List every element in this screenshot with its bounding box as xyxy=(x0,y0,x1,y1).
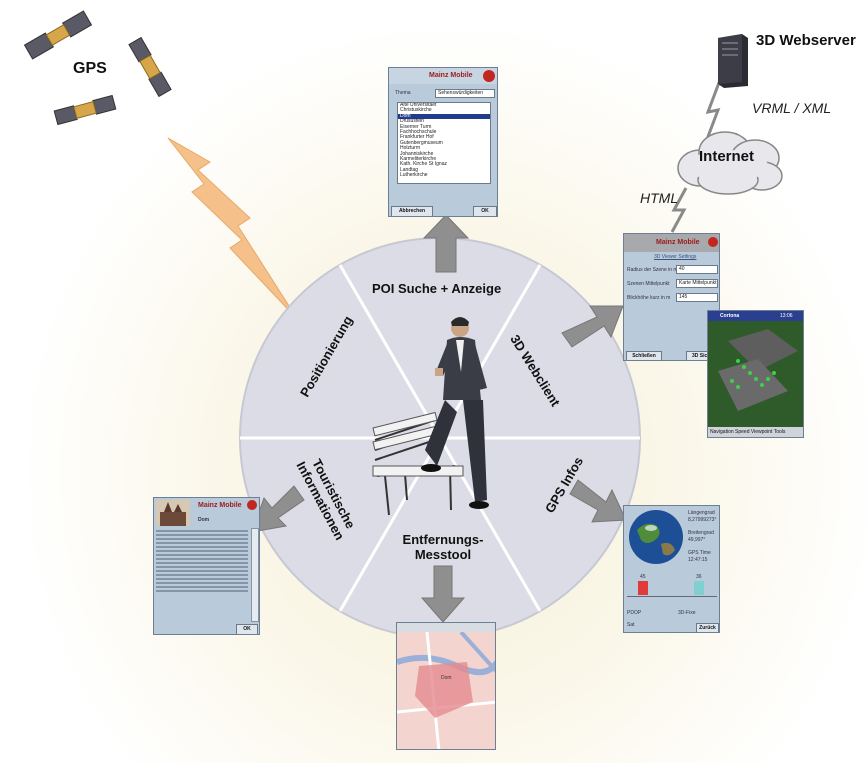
poi-list-item[interactable]: Landtag xyxy=(400,166,419,173)
segment-poi-label: POI Suche + Anzeige xyxy=(372,281,502,296)
poi-list-item[interactable]: Kath. Kirche St Ignaz xyxy=(400,161,447,168)
gps-pdop-label: PDOP xyxy=(627,610,642,616)
internet-label: Internet xyxy=(699,148,755,165)
poi-list-item[interactable]: Holzturm xyxy=(400,145,421,152)
app-logo-icon xyxy=(708,237,718,247)
poi-list-item[interactable]: Lutherkirche xyxy=(400,172,428,179)
web-field1-label: Radius der Szene in m xyxy=(627,267,678,273)
viewer-menu[interactable]: Navigation Speed Viewpoint Tools xyxy=(710,429,786,435)
poi-cancel-button[interactable]: Abbrechen xyxy=(391,206,433,216)
poi-list-item[interactable]: Karmeliterkirche xyxy=(400,156,437,163)
server-icon xyxy=(718,34,748,88)
tourist-app-title: Mainz Mobile xyxy=(198,502,242,509)
poi-app-title: Mainz Mobile xyxy=(429,72,473,79)
viewer-app-name: Cortona xyxy=(720,313,740,319)
satellite-icon xyxy=(53,94,117,126)
map-toolbar[interactable] xyxy=(397,623,495,632)
poi-list-item[interactable]: Alte Universitaet xyxy=(400,102,437,108)
gps-lon-value: 8,27999273° xyxy=(688,517,717,523)
poi-screen: Mainz Mobile Thema Sehenswürdigkeiten Al… xyxy=(388,67,498,217)
web-field2-select[interactable]: Karte Mittelpunkt xyxy=(676,279,718,288)
gps-bar1-value: 45 xyxy=(640,574,646,580)
gps-lat-label: Breitengrad xyxy=(688,530,714,536)
tourist-text xyxy=(156,528,248,620)
segment-distance-label: Entfernungs- Messtool xyxy=(402,532,484,562)
app-logo-icon xyxy=(247,500,257,510)
poi-list-item[interactable]: Christuskirche xyxy=(400,107,432,114)
gps-back-button[interactable]: Zurück xyxy=(696,623,719,632)
viewer-time: 13:06 xyxy=(780,313,793,319)
poi-list-item[interactable]: Gutenbergmuseum xyxy=(400,139,443,146)
satellite-icon xyxy=(128,36,172,98)
webserver-label: 3D Webserver xyxy=(756,32,856,49)
gps-info-screen: Längengrad 8,27999273° Breitengrad 49,99… xyxy=(623,505,720,633)
gps-label: GPS xyxy=(73,60,107,77)
web-settings-screen: Mainz Mobile 3D Viewer Settings Radius d… xyxy=(623,233,720,361)
web-field3-select[interactable]: 145 xyxy=(676,293,718,302)
tourist-heading: Dom xyxy=(198,517,210,523)
gps-time-label: GPS Time xyxy=(688,550,711,556)
viewer-3d-scene xyxy=(708,321,803,429)
earth-icon xyxy=(629,510,683,564)
poi-list-item[interactable]: Fachhochschule xyxy=(400,129,437,136)
viewer-screen: Cortona 13:06 Navigation Speed Viewpoint… xyxy=(707,310,804,438)
poi-theme-select[interactable]: Sehenswürdigkeiten xyxy=(435,89,495,98)
map-screen: Dom xyxy=(396,622,496,750)
web-app-title: Mainz Mobile xyxy=(656,239,700,246)
poi-ok-button[interactable]: OK xyxy=(473,206,497,216)
web-field3-label: Blickhöhe kurz in m xyxy=(627,295,671,301)
web-close-button[interactable]: Schließen xyxy=(626,351,662,360)
poi-list-item[interactable]: Dom xyxy=(398,113,490,120)
gps-time-value: 12:47:15 xyxy=(688,557,708,563)
poi-list-item[interactable]: Frankfurter Hof xyxy=(400,134,434,141)
poi-list-item[interactable]: Drusustein xyxy=(400,118,424,125)
gps-signal-bar xyxy=(694,581,704,595)
tourist-screen: Mainz Mobile Dom OK xyxy=(153,497,260,635)
person-on-bench xyxy=(372,317,489,516)
vrml-label: VRML / XML xyxy=(752,100,832,116)
cathedral-icon xyxy=(156,500,190,526)
gps-signal-bar xyxy=(638,581,648,595)
html-label: HTML xyxy=(640,190,679,206)
gps-mode-label: 3D-Fixe xyxy=(678,610,696,616)
web-subtitle: 3D Viewer Settings xyxy=(654,254,697,260)
map-place-label: Dom xyxy=(441,675,452,681)
gps-sat-label: Sat xyxy=(627,622,635,628)
city-map xyxy=(397,632,495,749)
poi-list-item[interactable]: Johanniskirche xyxy=(400,150,434,157)
gps-lon-label: Längengrad xyxy=(688,510,715,516)
gps-lat-value: 49,997° xyxy=(688,537,706,543)
poi-list-item[interactable]: Eiserner Turm xyxy=(400,123,432,130)
tourist-ok-button[interactable]: OK xyxy=(236,624,258,634)
satellite-icons xyxy=(23,10,172,126)
satellite-icon xyxy=(23,10,93,60)
internet-cloud xyxy=(677,131,783,195)
tourist-scrollbar[interactable] xyxy=(251,528,259,622)
web-field1-select[interactable]: 40 xyxy=(676,265,718,274)
poi-theme-label: Thema xyxy=(395,90,411,96)
web-field2-label: Szenen Mittelpunkt xyxy=(627,281,670,287)
app-logo-icon xyxy=(483,70,495,82)
gps-bar2-value: 36 xyxy=(696,574,702,580)
